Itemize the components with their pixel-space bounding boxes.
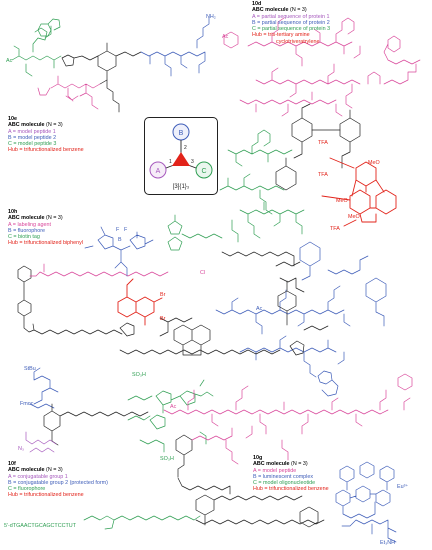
label-cl: Cl (200, 270, 206, 276)
caption-10e-c: C = model peptide 3 (8, 141, 57, 148)
caption-10f: 10f ABC molecule (N = 3) A = conjugatabl… (8, 461, 108, 499)
caption-10f-c: C = fluorophore (8, 486, 46, 493)
structure-10g (83, 373, 413, 543)
label-et3nh: Et₃NH (380, 540, 396, 546)
node-c-label: C (201, 168, 206, 175)
label-n3: N₃ (18, 446, 25, 452)
label-nh2-10e: NH₂ (206, 14, 216, 20)
caption-10g-b: B = luminescent complex (253, 473, 314, 480)
label-oligonucleotide: 5′-dTGAACTGCAGCTCCTUT (4, 523, 76, 529)
label-meo-1: MeO (368, 160, 380, 166)
caption-10h-title: ABC molecule (N = 3) (8, 215, 83, 221)
caption-10h-hub: Hub = trifunctionalized biphenyl (8, 240, 84, 247)
caption-10e-n: (N = 3) (46, 122, 63, 129)
label-tfa-2: TFA (318, 172, 328, 178)
bond-2-number: 2 (184, 145, 187, 151)
label-tfa-3: TFA (330, 226, 340, 232)
structure-10f (25, 367, 214, 453)
caption-10f-title-text: ABC molecule (8, 467, 45, 474)
caption-10d-id: 10d (252, 1, 262, 7)
label-meo-2: MeO (336, 198, 348, 204)
caption-10e-b: B = model peptide 2 (8, 134, 57, 141)
caption-10f-title: ABC molecule (N = 3) (8, 467, 108, 473)
bond-3-number: 3 (191, 159, 194, 165)
label-eu: Eu³⁺ (397, 484, 409, 490)
structure-10d (215, 17, 421, 397)
caption-10e-a: A = model peptide 1 (8, 128, 56, 135)
label-ac-10d-b: Ac (256, 306, 263, 312)
label-ac-10e: Ac (6, 58, 13, 64)
caption-10d-n: (N = 3) (290, 7, 307, 14)
label-ac-10d: Ac (222, 34, 229, 40)
caption-10e-id: 10e (8, 116, 17, 122)
caption-10h-a: A = labeling agent (8, 221, 52, 228)
label-f-2: F (124, 227, 128, 233)
caption-10d-hub: Hub = tris-tertiary amine (252, 32, 310, 39)
label-br-2: Br (160, 316, 166, 322)
caption-10d-a: A = partial sequence of protein 1 (252, 13, 330, 20)
label-f-1: F (116, 227, 120, 233)
caption-10f-n: (N = 3) (46, 467, 63, 474)
caption-10h-title-text: ABC molecule (8, 215, 45, 222)
caption-10g-title: ABC molecule (N = 3) (253, 461, 329, 467)
label-br-1: Br (160, 292, 166, 298)
label-boron: B (118, 237, 122, 243)
caption-10h-c: C = biotin tag (8, 234, 40, 241)
label-fmoc: Fmoc (20, 401, 34, 407)
central-schematic-box: B A C 1 2 3 [3]{1}₃ (144, 117, 218, 195)
caption-10h-id: 10h (8, 209, 18, 215)
structure-10e (11, 16, 210, 113)
caption-10g-hub: Hub = trifunctionalized benzene (253, 486, 329, 493)
node-a (149, 161, 167, 179)
caption-10h-b: B = fluorophore (8, 227, 46, 234)
label-stbu: StBu (24, 366, 36, 372)
caption-10e-hub: Hub = trifunctionalized benzene (8, 147, 84, 154)
hub-triangle (172, 152, 190, 166)
caption-10e-title: ABC molecule (N = 3) (8, 122, 84, 128)
abc-hub-schematic: B A C 1 2 3 [3]{1}₃ (149, 123, 213, 190)
caption-10f-hub: Hub = trifunctionalized benzene (8, 492, 84, 499)
caption-10d-title-text: ABC molecule (252, 7, 289, 14)
caption-10d-hub-2: cyclotriveratrylene (276, 38, 320, 45)
caption-10e: 10e ABC molecule (N = 3) A = model pepti… (8, 116, 84, 154)
caption-10d-title: ABC molecule (N = 3) (252, 7, 330, 13)
caption-10g-a: A = model peptide (253, 467, 297, 474)
label-ac-10g: Ac (170, 404, 177, 410)
structure-10h (17, 214, 329, 356)
topology-formula: [3]{1}₃ (173, 184, 190, 190)
caption-10g-title-text: ABC molecule (253, 461, 290, 468)
caption-10g: 10g ABC molecule (N = 3) A = model pepti… (253, 455, 329, 493)
caption-10f-id: 10f (8, 461, 16, 467)
caption-10e-title-text: ABC molecule (8, 122, 45, 129)
caption-10g-id: 10g (253, 455, 263, 461)
node-c (195, 161, 213, 179)
node-a-label: A (156, 168, 161, 175)
label-so3h-2: SO₃H (160, 456, 174, 462)
caption-10d-b: B = partial sequence of protein 2 (252, 19, 330, 26)
bond-1-number: 1 (169, 159, 172, 165)
caption-10d-c: C = partial sequence of protein 3 (252, 26, 331, 33)
caption-10h: 10h ABC molecule (N = 3) A = labeling ag… (8, 209, 83, 247)
caption-10f-a: A = conjugatable group 1 (8, 473, 68, 480)
node-b-label: B (179, 130, 184, 137)
caption-10g-n: (N = 3) (291, 461, 308, 468)
caption-10h-n: (N = 3) (46, 215, 63, 222)
caption-10g-c: C = model oligonucleotide (253, 480, 316, 487)
label-meo-3: MeO (348, 214, 360, 220)
caption-10d: 10d ABC molecule (N = 3) A = partial seq… (252, 1, 330, 45)
label-so3h-1: SO₃H (132, 372, 146, 378)
label-tfa-1: TFA (318, 140, 328, 146)
caption-10f-b: B = conjugatable group 2 (protected form… (8, 479, 108, 486)
